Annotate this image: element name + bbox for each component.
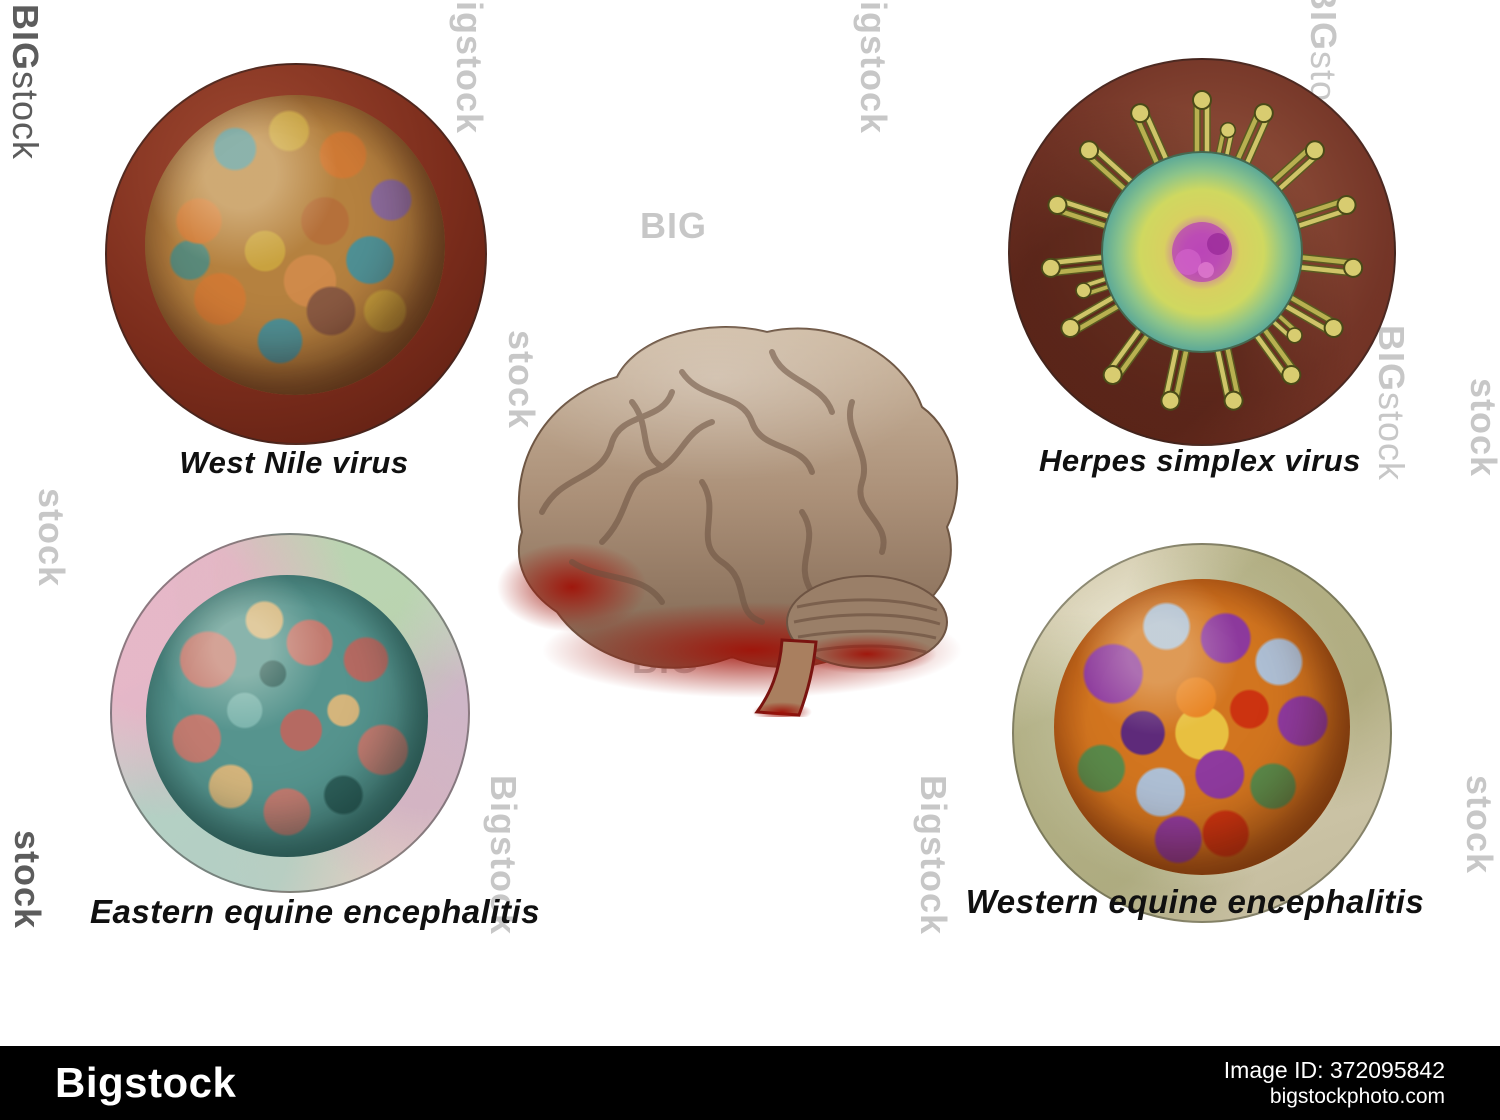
label-west-nile-virus: West Nile virus xyxy=(179,445,409,480)
western-equine-encephalitis-virus-photo xyxy=(1012,543,1392,923)
watermark-stock-part: stock xyxy=(5,71,46,161)
eastern-equine-encephalitis-virus-photo xyxy=(110,533,470,893)
watermark-text: stock xyxy=(1459,775,1500,875)
bigstock-logo: Bigstock xyxy=(55,1059,237,1106)
west-nile-virion xyxy=(145,95,445,395)
watermark-text: stock xyxy=(1463,378,1500,478)
brain-cerebellum xyxy=(786,575,948,674)
website-text: bigstockphoto.com xyxy=(1269,1085,1445,1109)
west-nile-virus-photo xyxy=(105,63,487,445)
watermark-big-part: BIG xyxy=(5,4,46,72)
watermark-text: BIG xyxy=(640,205,708,246)
wee-virion xyxy=(1054,579,1350,875)
image-id-text: Image ID: 372095842 xyxy=(1223,1056,1445,1083)
watermark-text: stock xyxy=(7,830,48,930)
stock-footer-bar: Bigstock Image ID: 372095842 bigstockpho… xyxy=(0,1046,1500,1120)
label-herpes-simplex-virus: Herpes simplex virus xyxy=(1039,443,1361,478)
watermark-big-part: BIG xyxy=(1303,0,1344,52)
watermark-text: Bigstock xyxy=(853,0,894,135)
herpes-virion xyxy=(1039,90,1365,413)
herpes-simplex-virus-photo xyxy=(1008,58,1396,446)
watermark-text: Bigstock xyxy=(449,0,490,135)
footer-meta: Image ID: 372095842 bigstockphoto.com xyxy=(1224,1056,1445,1111)
label-eastern-equine-encephalitis: Eastern equine encephalitis xyxy=(90,893,540,930)
watermark-text: BIGstock xyxy=(4,4,46,160)
eee-virion xyxy=(146,575,428,857)
label-western-equine-encephalitis: Western equine encephalitis xyxy=(965,883,1425,920)
brain-illustration xyxy=(452,282,1017,722)
watermark-text: stock xyxy=(31,488,72,588)
